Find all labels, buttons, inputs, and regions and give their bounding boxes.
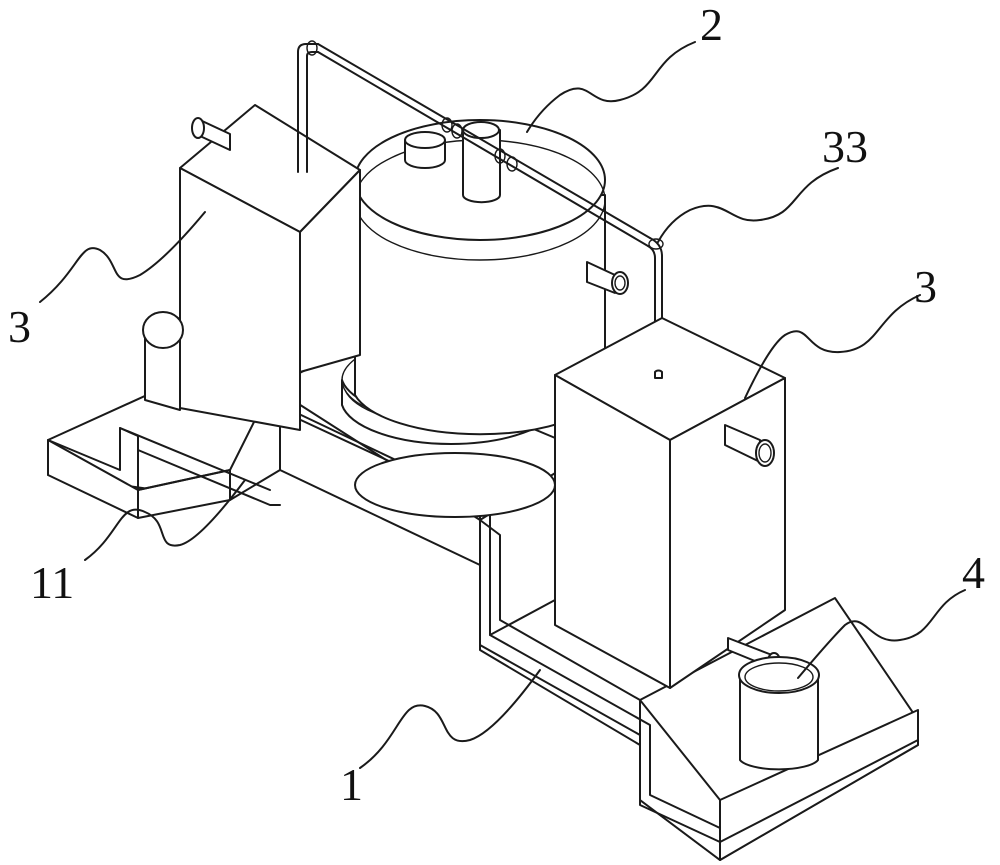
- central-tank: [341, 119, 629, 518]
- connecting-pipe: [297, 40, 664, 379]
- tank-top-port: [404, 131, 446, 169]
- label-33: 33: [822, 121, 868, 172]
- tank-side-nozzle: [586, 261, 629, 295]
- left-treatment-box: [179, 104, 361, 431]
- collection-cup: [738, 656, 820, 771]
- label-3-right: 3: [914, 261, 937, 312]
- left-box-outlet: [191, 117, 231, 151]
- tank-inlet-pipe: [462, 121, 501, 204]
- label-4: 4: [962, 547, 985, 598]
- label-3-left: 3: [8, 301, 31, 352]
- label-11: 11: [30, 557, 74, 608]
- right-treatment-box: [554, 317, 786, 689]
- label-2: 2: [700, 0, 723, 50]
- right-box-side-nozzle: [724, 424, 775, 467]
- label-1: 1: [340, 759, 363, 810]
- left-collection-cup: [142, 311, 184, 411]
- leader-lines: [39, 41, 966, 769]
- part-labels: 2 33 3 3 4 11 1: [8, 0, 985, 810]
